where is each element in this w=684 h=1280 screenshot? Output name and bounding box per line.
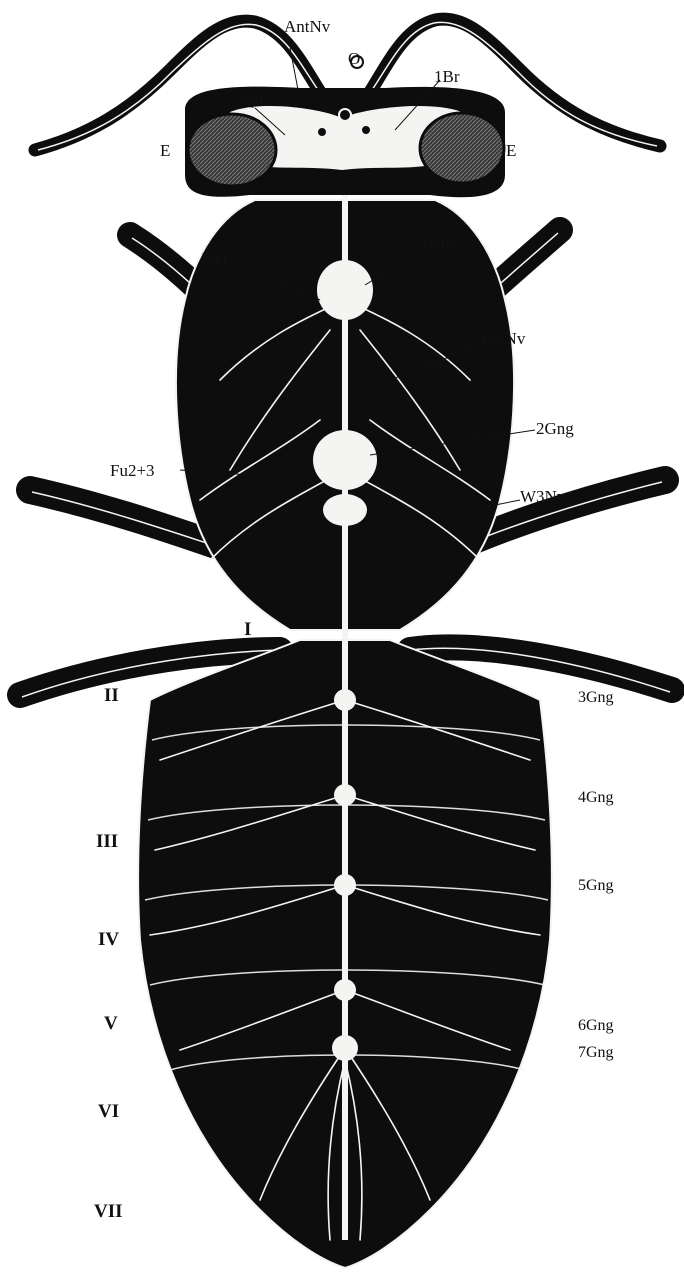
segment-label-ii: II — [104, 686, 119, 705]
label-gng3: 3Gng — [578, 690, 614, 706]
label-br: 1Br — [434, 68, 460, 85]
label-gng6: 6Gng — [578, 1018, 614, 1034]
compound-eye-left — [188, 114, 276, 186]
segment-label-v: V — [104, 1014, 118, 1033]
label-fu1: Fu1 — [202, 250, 228, 267]
segment-label-iii: III — [96, 832, 118, 851]
label-gng7: 7Gng — [578, 1045, 614, 1061]
label-ant-nv: AntNv — [284, 18, 330, 35]
segment-label-vii: VII — [94, 1202, 123, 1221]
label-fu23: Fu2+3 — [110, 462, 155, 479]
label-gng4: 4Gng — [578, 790, 614, 806]
label-ocellus: O — [348, 50, 360, 67]
ocellus-right — [361, 125, 371, 135]
label-eye-left: E — [160, 142, 170, 159]
label-gng2: 2Gng — [536, 420, 574, 437]
segment-label-i: I — [244, 620, 251, 639]
label-op-l: OpL — [238, 90, 269, 107]
label-w2nv: W2Nv — [480, 330, 525, 347]
ocellus-left — [317, 127, 327, 137]
segment-label-vi: VI — [98, 1102, 119, 1121]
compound-eye-right — [420, 113, 504, 183]
label-eye-right: E — [506, 142, 516, 159]
segment-label-iv: IV — [98, 930, 119, 949]
ocellus-center — [339, 109, 351, 121]
label-gng1: 1Gng — [420, 234, 458, 251]
label-gng5: 5Gng — [578, 878, 614, 894]
label-w3nv: W3Nv — [520, 488, 565, 505]
